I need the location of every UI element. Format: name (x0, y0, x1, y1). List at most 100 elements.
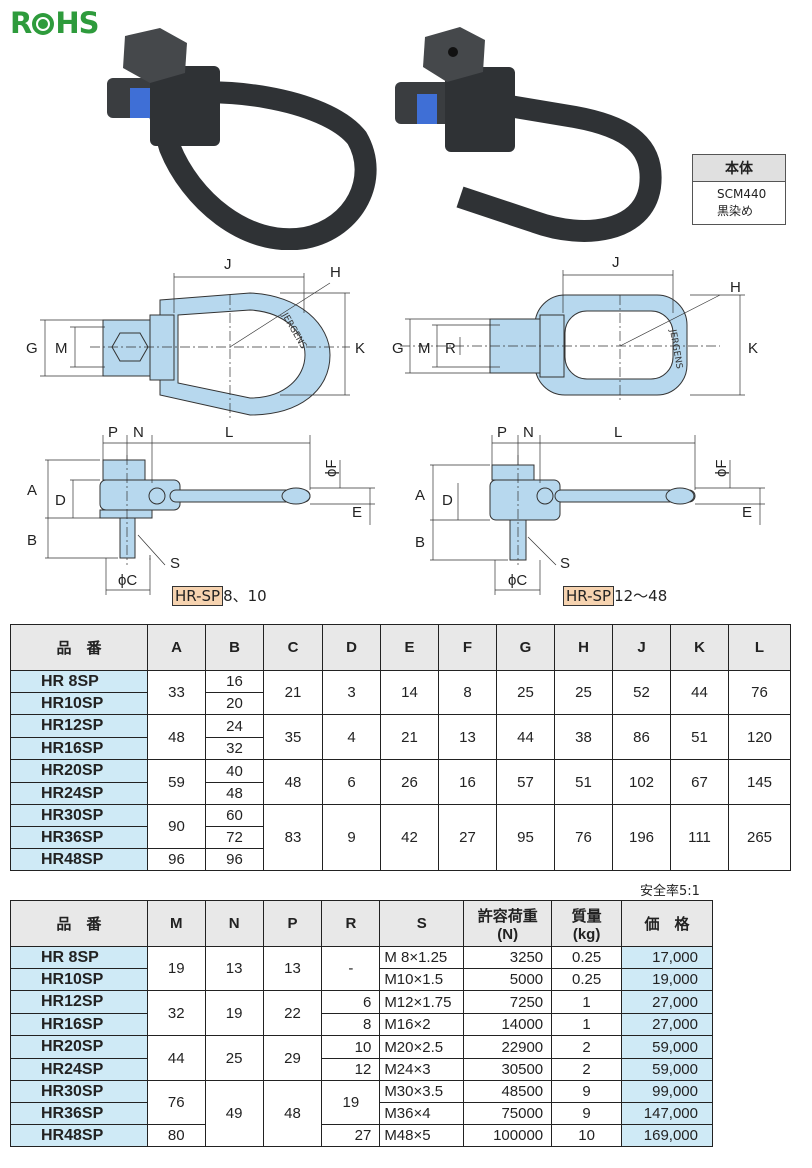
col-header: G (496, 624, 555, 671)
cell-s: M30×3.5 (379, 1080, 465, 1103)
cell-a: 96 (147, 848, 206, 871)
cell-j: 86 (612, 714, 671, 760)
cell-e: 26 (380, 759, 439, 805)
table-row: HR10SP 20 (10, 692, 791, 715)
table-row: HR 8SP 19 13 13 - M 8×1.25 3250 0.25 17,… (10, 946, 713, 991)
cell-d: 9 (322, 804, 381, 871)
cell-load: 48500 (463, 1080, 553, 1103)
dim-g-label-right: G (392, 340, 404, 357)
cell-r: 10 (321, 1035, 381, 1059)
col-header: F (438, 624, 497, 671)
cell-m: 44 (146, 1035, 206, 1081)
dim-c-label-right: ϕC (508, 572, 527, 589)
cell-j: 196 (612, 804, 671, 871)
cell-load: 30500 (463, 1058, 553, 1081)
col-header: P (262, 900, 323, 947)
col-header: A (147, 624, 206, 671)
cell-mass: 2 (551, 1035, 623, 1059)
dim-a-label-right: A (415, 487, 425, 504)
table-row: HR30SP 76 49 48 19 M30×3.5 48500 9 99,00… (10, 1080, 713, 1147)
table-row: HR48SP 96 96 (10, 848, 791, 871)
part-number: HR12SP (10, 714, 148, 738)
dim-b-label-right: B (415, 534, 425, 551)
header-line: 許容荷重 (477, 907, 538, 925)
col-header: K (670, 624, 729, 671)
cell-load: 7250 (463, 990, 553, 1014)
part-number: HR10SP (10, 968, 148, 991)
cell-price: 147,000 (621, 1102, 713, 1125)
part-number: HR20SP (10, 1035, 148, 1059)
cell-k: 67 (670, 759, 729, 805)
dim-e-label-right: E (742, 504, 752, 521)
cell-load: 100000 (463, 1124, 553, 1147)
col-header: D (322, 624, 381, 671)
safety-factor-note: 安全率5:1 (640, 884, 700, 899)
technical-drawings: J H G M K JERGENS J H G M R K JERGENS (26, 255, 765, 595)
material-box: 本体 SCM440 黒染め (692, 154, 786, 225)
dim-g-label: G (26, 340, 38, 357)
col-header: 価 格 (621, 900, 713, 947)
cell-l: 145 (728, 759, 791, 805)
cell-r: 19 (321, 1080, 381, 1125)
cell-load: 22900 (463, 1035, 553, 1059)
cell-a: 59 (147, 759, 206, 805)
table-row: HR20SP 44 25 29 10 M20×2.5 22900 2 59,00… (10, 1035, 713, 1081)
dim-k-label-right: K (748, 340, 758, 357)
side-view-left: P N L ϕF A D E B S ϕC (27, 424, 375, 595)
material-header: 本体 (693, 155, 785, 182)
table-row: HR20SP 59 40 48 6 26 16 57 51 102 67 145 (10, 759, 791, 805)
cell-b: 40 (205, 759, 264, 783)
dim-m-label: M (55, 340, 68, 357)
cell-price: 99,000 (621, 1080, 713, 1103)
col-header: L (728, 624, 791, 671)
product-photo-hr8sp (107, 28, 377, 250)
dim-d-label: D (55, 492, 66, 509)
cell-b: 96 (205, 848, 264, 871)
col-header-load: 許容荷重(N) (463, 900, 553, 947)
cell-a: 90 (147, 804, 206, 849)
col-header: H (554, 624, 613, 671)
cell-m: 76 (146, 1080, 206, 1125)
cell-n: 19 (204, 990, 264, 1036)
col-header: E (380, 624, 439, 671)
dim-n-label-right: N (523, 424, 534, 441)
part-number: HR16SP (10, 737, 148, 760)
cell-k: 111 (670, 804, 729, 871)
cell-price: 17,000 (621, 946, 713, 969)
cell-g: 44 (496, 714, 555, 760)
variant-tag: HR-SP (172, 586, 224, 606)
cell-d: 4 (322, 714, 381, 760)
table-row: HR16SP 8 M16×2 14000 1 27,000 (10, 1013, 713, 1036)
cell-price: 27,000 (621, 990, 713, 1014)
cell-r: - (321, 946, 381, 991)
dim-l-label: L (225, 424, 233, 441)
cell-b: 60 (205, 804, 264, 827)
dim-e-label: E (352, 504, 362, 521)
cell-f: 27 (438, 804, 497, 871)
cell-p: 22 (262, 990, 323, 1036)
cell-n: 49 (204, 1080, 264, 1147)
dim-j-label-right: J (612, 255, 620, 271)
cell-c: 48 (263, 759, 323, 805)
cell-g: 57 (496, 759, 555, 805)
rohs-globe-icon (32, 13, 55, 35)
cell-g: 95 (496, 804, 555, 871)
part-number: HR30SP (10, 804, 148, 827)
cell-s: M 8×1.25 (379, 946, 465, 969)
cell-s: M24×3 (379, 1058, 465, 1081)
part-number: HR48SP (10, 848, 148, 871)
cell-m: 32 (146, 990, 206, 1036)
cell-d: 3 (322, 670, 381, 715)
cell-b: 32 (205, 737, 264, 760)
material-line: 黒染め (717, 204, 754, 218)
part-number: HR30SP (10, 1080, 148, 1103)
part-number: HR12SP (10, 990, 148, 1014)
part-number: HR48SP (10, 1124, 148, 1147)
header-line: (kg) (572, 925, 601, 943)
cell-mass: 9 (551, 1080, 623, 1103)
cell-s: M20×2.5 (379, 1035, 465, 1059)
part-number: HR20SP (10, 759, 148, 783)
col-header: 品 番 (10, 900, 148, 947)
